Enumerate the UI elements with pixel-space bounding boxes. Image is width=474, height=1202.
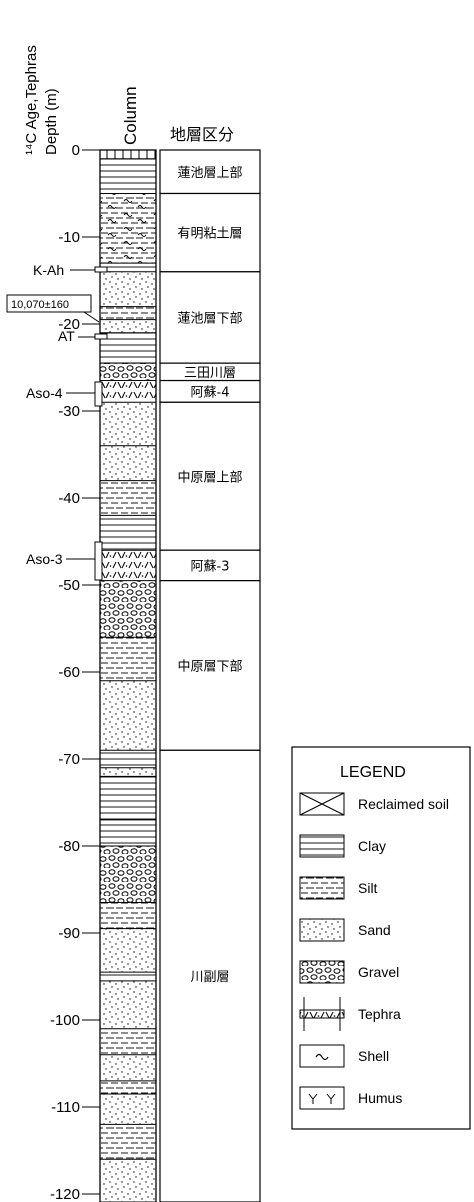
column-layer-clay (100, 515, 156, 550)
column-layer-sand (100, 681, 156, 751)
column-layer-clay (100, 776, 156, 820)
depth-tick-label: -120 (50, 1186, 80, 1202)
sand-swatch (300, 919, 344, 941)
column-layer-sand (100, 768, 156, 777)
column-layer-clay (100, 972, 156, 981)
column-layer-clay (100, 159, 156, 194)
marker-aso3: Aso-3 (26, 542, 102, 580)
column-layer-sand (100, 1094, 156, 1124)
legend: LEGEND Reclaimed soilClaySiltSandGravelT… (292, 747, 470, 1129)
depth-tick-label: -80 (58, 838, 80, 855)
humus-swatch (300, 1087, 344, 1109)
legend-label: Shell (358, 1048, 389, 1064)
depth-tick-label: -90 (58, 925, 80, 942)
depth-tick-label: -40 (58, 490, 80, 507)
column-layer-clay (100, 820, 156, 846)
column-layer-sand (100, 981, 156, 1029)
at-label: AT (58, 328, 75, 344)
unit-name: 阿蘇-4 (191, 385, 230, 400)
column-layer-clay (100, 263, 156, 272)
depth-tick-label: -60 (58, 664, 80, 681)
c14-age-label: 10,070±160 (11, 299, 69, 311)
aso4-label: Aso-4 (26, 385, 63, 401)
unit-name: 蓮池層上部 (177, 166, 242, 181)
legend-label: Humus (358, 1090, 402, 1106)
unit-name: 阿蘇-3 (191, 559, 230, 574)
column-layer-sand (100, 1055, 156, 1081)
column-layer-tephra (100, 550, 156, 580)
kah-label: K-Ah (33, 262, 64, 278)
column-layer-clay (100, 333, 156, 363)
column-layer-silt (100, 637, 156, 681)
unit-name: 有明粘土層 (177, 227, 242, 242)
column-layer-gravel (100, 363, 156, 380)
silt-swatch (300, 877, 344, 899)
units-header: 地層区分 (170, 126, 234, 144)
depth-axis-title: Depth (m) (43, 88, 60, 155)
unit-name: 中原層上部 (177, 470, 242, 485)
column-layer-silt (100, 1124, 156, 1159)
legend-label: Tephra (358, 1006, 401, 1022)
tephra-swatch (300, 1010, 344, 1018)
unit-name: 三田川層 (184, 366, 236, 381)
column-layer-sand (100, 272, 156, 307)
legend-label: Clay (358, 838, 386, 854)
column-layer-clay (100, 750, 156, 767)
legend-item-silt: Silt (300, 877, 378, 899)
column-layer-silt (100, 1081, 156, 1094)
column-layer-sand (100, 1159, 156, 1202)
column-layer-gravel (100, 581, 156, 638)
column-layer-shell-overlay (100, 194, 156, 264)
age-axis-title: ¹⁴C Age,Tephras (23, 45, 40, 155)
column-layer-sand (100, 446, 156, 481)
age-depth-header: ¹⁴C Age,Tephras Depth (m) Column 地層区分 (23, 45, 234, 155)
depth-tick-label: -110 (51, 1099, 80, 1116)
legend-label: Gravel (358, 964, 399, 980)
depth-tick-label: -70 (58, 751, 80, 768)
legend-item-clay: Clay (300, 835, 386, 857)
gravel-swatch (300, 961, 344, 983)
column-layer-silt (100, 1029, 156, 1055)
unit-name: 川副層 (190, 970, 229, 985)
column-layer-tephra (100, 381, 156, 403)
legend-label: Sand (358, 922, 391, 938)
unit-name: 中原層下部 (177, 659, 242, 674)
column-layer-silt (100, 903, 156, 929)
marker-kah: K-Ah (33, 262, 107, 278)
legend-label: Silt (358, 880, 378, 896)
column-layer-sand (100, 320, 156, 333)
column-layer-silt (100, 481, 156, 516)
depth-tick-label: -10 (58, 229, 80, 246)
depth-tick-label: -30 (58, 403, 80, 420)
legend-item-reclaimed: Reclaimed soil (300, 793, 449, 815)
column-layer-silt (100, 307, 156, 320)
legend-label: Reclaimed soil (358, 796, 449, 812)
depth-tick-label: 0 (72, 142, 80, 159)
column-header: Column (121, 86, 140, 145)
aso3-label: Aso-3 (26, 551, 63, 567)
marker-c14-age: 10,070±160 (7, 295, 99, 322)
column-layer-humus (100, 150, 156, 159)
depth-tick-label: -100 (50, 1012, 80, 1029)
legend-title: LEGEND (340, 764, 406, 781)
lithologic-column (100, 150, 156, 1202)
column-layer-sand (100, 402, 156, 446)
clay-swatch (300, 835, 344, 857)
column-layer-gravel (100, 846, 156, 903)
unit-name: 蓮池層下部 (177, 311, 242, 326)
column-layer-sand (100, 929, 156, 973)
depth-tick-label: -50 (58, 577, 80, 594)
